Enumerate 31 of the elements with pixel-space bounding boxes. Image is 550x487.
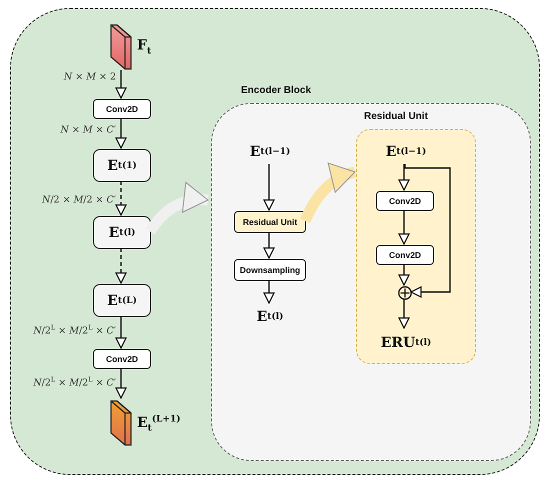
arrow [398, 210, 410, 245]
edge-label: N/2$^{L}$ × M/2$^{L}$ × C′ [32, 375, 116, 389]
arrow [115, 118, 127, 149]
arrow [263, 164, 275, 211]
curved-arrow [300, 164, 357, 224]
arrow [398, 299, 410, 329]
process-box: Residual Unit [234, 211, 306, 233]
edge-label: N/2 × M/2 × C′ [40, 194, 116, 206]
process-box: Downsampling [234, 259, 306, 281]
group-heading: Residual Unit [364, 111, 428, 122]
process-box: Conv2D [376, 245, 434, 265]
group-heading: Encoder Block [241, 85, 312, 96]
arrow [115, 181, 127, 216]
outer-panel [10, 8, 540, 475]
arrow [398, 164, 410, 191]
process-box: Conv2D [376, 191, 434, 211]
arrow [115, 248, 127, 284]
arrow [115, 368, 127, 399]
sum-circle [398, 286, 412, 300]
arrow [115, 316, 127, 349]
arrow [398, 264, 410, 286]
edge-label: N/2$^{L}$ × M/2$^{L}$ × C′ [32, 323, 116, 337]
arrow [404, 164, 451, 298]
arrow [263, 232, 275, 259]
arrow [263, 280, 275, 304]
edge-label: N × M × C′ [59, 124, 116, 136]
process-box: Conv2D [93, 349, 151, 369]
tensor-label: F$_{t}$ [137, 38, 152, 56]
process-box: Conv2D [93, 99, 151, 119]
edge-label: N × M × 2 [62, 72, 116, 82]
arrow [115, 70, 127, 99]
